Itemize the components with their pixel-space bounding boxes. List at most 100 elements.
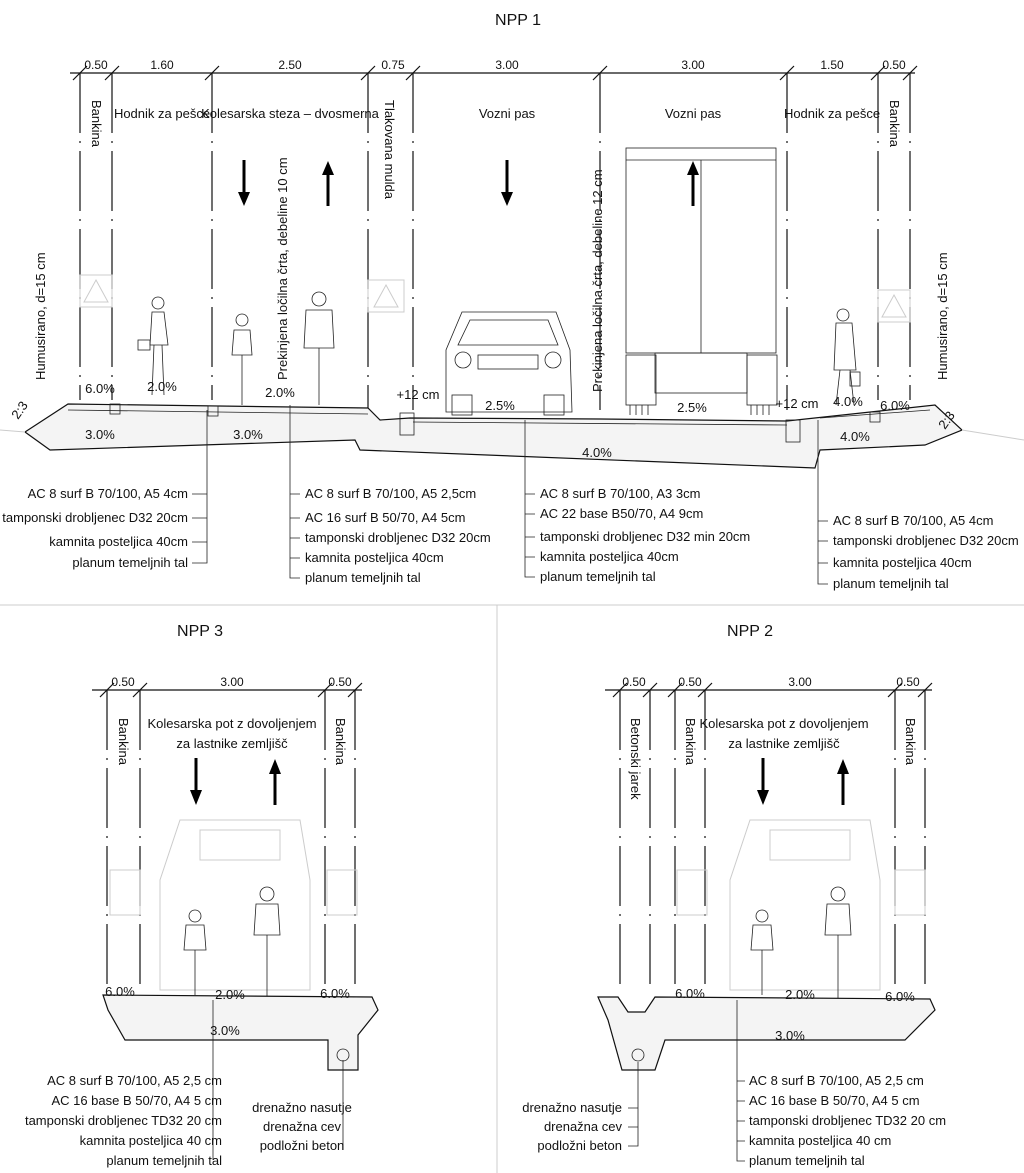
zone-bankina-left: Bankina	[116, 718, 131, 766]
dim-label: 0.75	[381, 58, 405, 72]
layer-label: AC 22 base B50/70, A4 9cm	[540, 506, 703, 521]
slope-label: 6.0%	[885, 989, 915, 1004]
layer-label: tamponski drobljenec TD32 20 cm	[749, 1113, 946, 1128]
npp1-layers-sidewalk-left: AC 8 surf B 70/100, A5 4cm tamponski dro…	[2, 410, 208, 570]
layer-label: kamnita posteljica 40 cm	[749, 1133, 891, 1148]
layer-label: AC 8 surf B 70/100, A5 4cm	[833, 513, 993, 528]
path-description: za lastnike zemljišč	[728, 736, 840, 751]
dim-label: 0.50	[678, 675, 702, 689]
layer-label: planum temeljnih tal	[833, 576, 949, 591]
npp3-title: NPP 3	[177, 623, 223, 640]
curb-height-label: +12 cm	[776, 396, 819, 411]
zone-bankina-left: Bankina	[89, 100, 104, 148]
slope-label: 3.0%	[85, 427, 115, 442]
slope-label: 2.0%	[215, 987, 245, 1002]
pedestrian-figure	[833, 308, 861, 406]
car-figure	[445, 311, 573, 416]
slope-label: 4.0%	[833, 394, 863, 409]
zone-gutter: Tlakovana mulda	[382, 100, 397, 200]
npp1-title: NPP 1	[495, 12, 541, 29]
path-description: Kolesarska pot z dovoljenjem	[699, 716, 868, 731]
drain-label: podložni beton	[260, 1138, 345, 1153]
note-line-10: Prekinjena ločilna črta, debeline 10 cm	[275, 157, 290, 380]
slope-label: 3.0%	[210, 1023, 240, 1038]
slope-label: 3.0%	[233, 427, 263, 442]
npp2-pavement-structure	[597, 996, 936, 1071]
slope-label: 6.0%	[675, 986, 705, 1001]
drain-label: drenažno nasutje	[252, 1100, 352, 1115]
npp2-section: NPP 2 0.50 0.50 3.00 0.50 Betonski jarek…	[522, 623, 946, 1168]
dim-label: 0.50	[84, 58, 108, 72]
layer-label: planum temeljnih tal	[749, 1153, 865, 1168]
npp1-layers-bike: AC 8 surf B 70/100, A5 2,5cm AC 16 surf …	[289, 405, 491, 585]
layer-label: AC 8 surf B 70/100, A5 2,5 cm	[749, 1073, 924, 1088]
npp3-pavement-structure	[102, 994, 379, 1071]
zone-sidewalk-right: Hodnik za pešce	[784, 106, 880, 121]
layer-label: tamponski drobljenec TD32 20 cm	[25, 1113, 222, 1128]
npp3-section: NPP 3 0.50 3.00 0.50 Bankina Bankina Kol…	[25, 623, 379, 1168]
drain-label: podložni beton	[537, 1138, 622, 1153]
layer-label: kamnita posteljica 40cm	[305, 550, 444, 565]
dim-label: 0.50	[622, 675, 646, 689]
layer-label: AC 8 surf B 70/100, A5 2,5cm	[305, 486, 476, 501]
slope-label: 2.0%	[265, 385, 295, 400]
drain-pipe	[631, 1048, 645, 1062]
embankment-slope-label: 2:3	[8, 398, 31, 421]
dim-label: 2.50	[278, 58, 302, 72]
layer-label: AC 16 base B 50/70, A4 5 cm	[51, 1093, 222, 1108]
dim-label: 0.50	[111, 675, 135, 689]
drain-label: drenažna cev	[544, 1119, 623, 1134]
dim-label: 1.60	[150, 58, 174, 72]
layer-label: kamnita posteljica 40cm	[833, 555, 972, 570]
layer-label: kamnita posteljica 40cm	[540, 549, 679, 564]
slope-label: 4.0%	[582, 445, 612, 460]
zone-bankina-left: Bankina	[683, 718, 698, 766]
direction-arrows	[238, 160, 699, 206]
direction-arrows	[757, 758, 849, 805]
cyclist-figure	[231, 291, 335, 405]
zone-bike-path: Kolesarska steza – dvosmerna	[201, 106, 380, 121]
layer-label: kamnita posteljica 40cm	[49, 534, 188, 549]
npp1-zone-boundaries	[79, 73, 911, 410]
slope-label: 2.5%	[677, 400, 707, 415]
layer-label: tamponski drobljenec D32 20cm	[2, 510, 188, 525]
zone-lane-1: Vozni pas	[479, 106, 536, 121]
dim-label: 3.00	[220, 675, 244, 689]
layer-label: planum temeljnih tal	[72, 555, 188, 570]
slope-label: 6.0%	[320, 986, 350, 1001]
note-humus-right: Humusirano, d=15 cm	[935, 252, 950, 380]
layer-label: AC 8 surf B 70/100, A3 3cm	[540, 486, 700, 501]
drain-label: drenažna cev	[263, 1119, 342, 1134]
layer-label: tamponski drobljenec D32 20cm	[305, 530, 491, 545]
npp1-section: NPP 1 0.50 1.60 2.50 0.75 3.00 3.00 1.50…	[0, 12, 1024, 591]
dim-label: 1.50	[820, 58, 844, 72]
layer-label: planum temeljnih tal	[106, 1153, 222, 1168]
slope-label: 2.0%	[147, 379, 177, 394]
slope-label: 2.0%	[785, 987, 815, 1002]
truck-figure	[625, 147, 778, 415]
zone-bankina-right: Bankina	[887, 100, 902, 148]
zone-bankina-right: Bankina	[903, 718, 918, 766]
dim-label: 3.00	[788, 675, 812, 689]
tractor-outline	[676, 819, 926, 991]
layer-label: planum temeljnih tal	[540, 569, 656, 584]
dim-label: 3.00	[681, 58, 705, 72]
layer-label: tamponski drobljenec D32 min 20cm	[540, 529, 750, 544]
dim-label: 3.00	[495, 58, 519, 72]
npp1-dimension-line: 0.50 1.60 2.50 0.75 3.00 3.00 1.50 0.50	[70, 58, 918, 81]
dim-label: 0.50	[896, 675, 920, 689]
npp1-layers-road: AC 8 surf B 70/100, A3 3cm AC 22 base B5…	[524, 420, 750, 584]
npp1-pavement-structure	[0, 403, 1024, 469]
road-sign-posts	[79, 274, 911, 323]
slope-label: 4.0%	[840, 429, 870, 444]
layer-label: planum temeljnih tal	[305, 570, 421, 585]
pedestrian-figure	[137, 296, 169, 396]
leader-line	[628, 1062, 639, 1147]
slope-label: 6.0%	[880, 398, 910, 413]
dim-label: 0.50	[328, 675, 352, 689]
path-description: za lastnike zemljišč	[176, 736, 288, 751]
curb-height-label: +12 cm	[397, 387, 440, 402]
zone-concrete-ditch: Betonski jarek	[628, 718, 643, 800]
npp2-title: NPP 2	[727, 623, 773, 640]
